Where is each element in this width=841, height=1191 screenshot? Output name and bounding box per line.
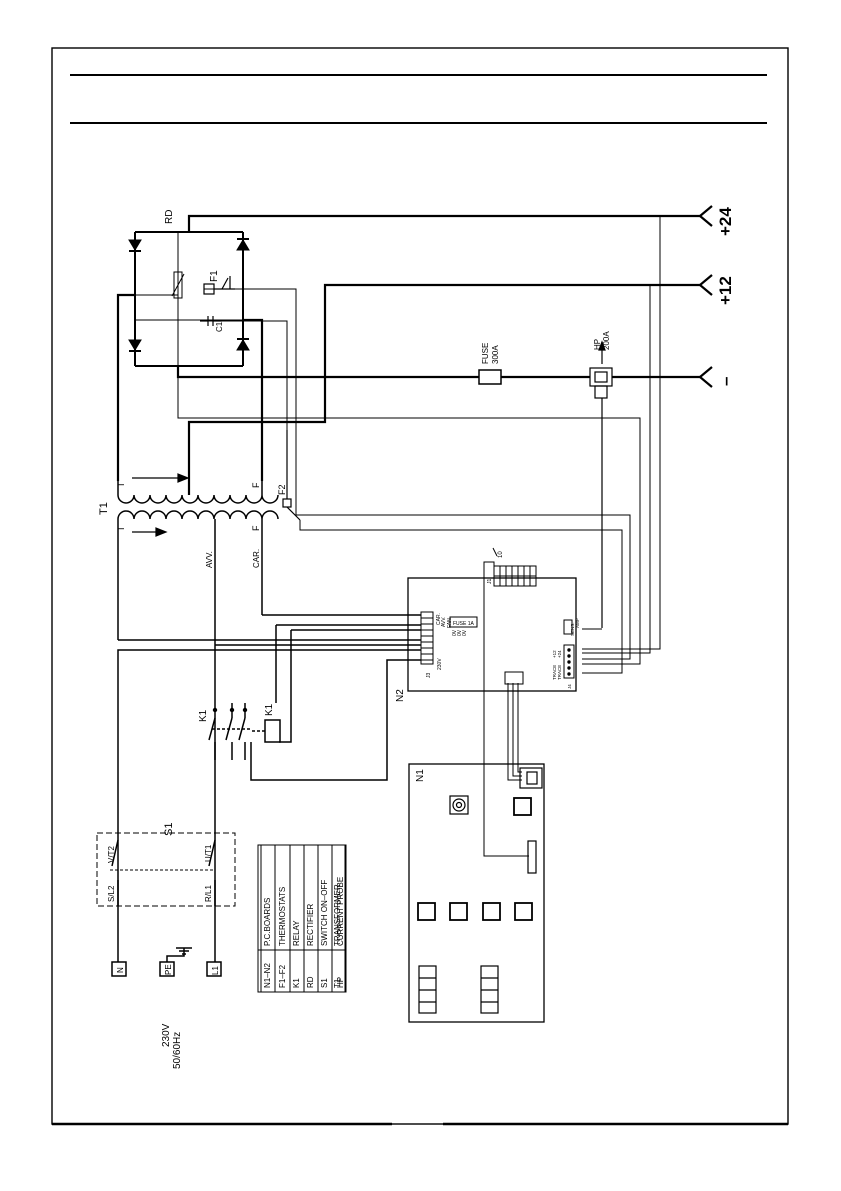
legend-code: F1–F2 [278,964,287,988]
page-frame [51,47,789,1125]
fuse-label: FUSE [481,343,490,364]
n2-fuse-label: FUSE 1A [453,621,475,627]
legend-last-row [344,844,347,993]
power-wires [117,614,421,962]
t1-lower-start: I [116,527,126,530]
hp-rating: 200A [602,331,611,350]
legend-code: N1–N2 [263,963,272,988]
contact-dots [212,707,248,713]
label-f2: F2 [277,484,287,495]
j3-label: J3 [426,673,432,679]
label-s1: S1 [163,823,175,836]
relay-k1 [252,719,281,743]
j3-pin-label: 0V [452,629,458,636]
legend-code: HP [336,977,345,988]
j3-pin-label: 230V [437,658,443,670]
j4-pin-label: +24 [557,650,562,658]
mains-l1: L1 [211,966,220,975]
n2-fuse-box [449,616,478,628]
legend-code: K1 [292,978,301,988]
board-n2 [407,577,577,692]
label-rd: RD [164,210,175,224]
label-n2: N2 [395,689,406,702]
t1-upper-start: I [116,483,126,486]
terminal-neg: – [716,377,735,386]
j3-pin-label: 0V [457,629,463,636]
dc-buses [116,214,700,495]
mains-frequency: 50/60Hz [172,1032,183,1069]
tap-car: CAR. [252,549,261,568]
pole-v-t2: V/T2 [107,846,116,863]
n2-j3-terminal [420,611,434,665]
j1-label: J1 [487,579,493,585]
n2-right-connector [563,619,575,679]
j4-pin-label: TRACE [552,665,557,680]
label-n1: N1 [415,769,426,782]
varistor [173,271,183,299]
terminal-pos24: +24 [716,207,735,236]
j3-pin-label: CAR. [436,613,442,625]
n2-flat-connector [492,547,537,587]
contactor-k1 [208,703,252,760]
label-k1-relay: K1 [264,703,275,716]
legend-code: S1 [320,978,329,988]
pole-u-t1: U/T1 [204,844,213,862]
j4-pin-label: +12 [552,650,557,658]
sens-label: SENS. [570,622,575,636]
label-k1-contact: K1 [198,709,209,722]
j4-pin-label: TRACE [557,665,562,680]
thermostat-f2 [282,430,301,521]
legend-desc: THERMOSTATS [278,887,287,946]
mains-terminals [111,947,222,977]
terminal-arrows [698,205,713,388]
mains-voltage: 230V [161,1023,172,1047]
flat-label: 10 [498,551,504,558]
tap-avv: AVV. [205,551,214,568]
legend-desc: RECTIFIER [306,904,315,946]
t1-lower-end: F [251,525,261,531]
legend-desc: RELAY [292,920,301,946]
legend-desc: CURRENT PROBE [336,877,345,946]
j3-pin-label: AVV. [441,616,447,627]
signal-wires [177,216,661,857]
j4-label: J4 [567,684,572,689]
switch-s1-contacts [110,839,216,906]
pole-s-l2: S/L2 [107,885,116,902]
pole-r-l1: R/L1 [204,885,213,902]
amp-label: AMP [575,618,580,628]
board-n1 [408,763,545,1023]
mains-n: N [116,967,125,973]
legend-desc: P.C.BOARDS [263,898,272,946]
diode-symbols [128,238,250,352]
fuse-300a [478,369,502,385]
legend-code: RD [306,976,315,988]
rectifier-rd [134,231,244,367]
label-c1: C1 [215,321,224,332]
t1-upper-end: F [251,482,261,488]
transformer-arrows [132,473,190,537]
legend-entries: N1–N2 P.C.BOARDS F1–F2 THERMOSTATS K1 RE… [263,880,342,988]
transformer-t1 [117,481,279,703]
label-t1: T1 [98,502,110,515]
legend-code: T1 [333,978,342,988]
terminal-pos12: +12 [716,276,735,305]
switch-s1 [96,832,236,907]
hp-label: HP [593,339,602,350]
n2-right-labels: +12 +24 TRACE TRACE J4 AMP SENS. [552,618,580,689]
label-f1: F1 [209,270,220,282]
fuse-rating: 300A [491,345,500,364]
current-probe-hp [589,340,613,628]
legend-desc: TRANSFORMER [333,884,342,946]
mains-pe: PE [164,964,173,975]
n2-bottom-connector [504,671,524,685]
n1-components [417,767,543,1014]
j3-pin-label: 0V [462,629,468,636]
legend-desc: SWITCH ON–OFF [320,880,329,946]
